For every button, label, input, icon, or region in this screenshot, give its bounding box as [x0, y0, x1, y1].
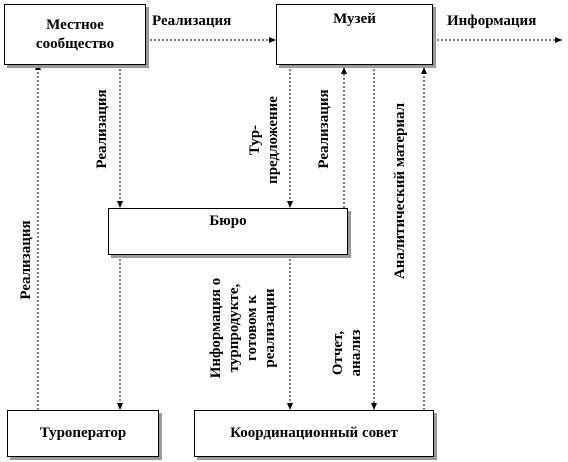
box-local-community: Местное сообщество	[4, 4, 146, 65]
label-analytical-material: Аналитический материал	[392, 102, 408, 280]
box-museum: Музей	[276, 4, 433, 65]
label-realization-left: Реализация	[18, 220, 34, 300]
label-tour-offer: Тур- предложение	[247, 96, 281, 184]
label-realization-community-bureau: Реализация	[94, 89, 110, 169]
box-tour-operator: Туроператор	[7, 410, 159, 457]
label-information-top: Информация	[447, 13, 537, 29]
label-realization-museum-bureau: Реализация	[316, 89, 332, 169]
label-tourproduct-info: Информация о турпродукте, готовом к реал…	[208, 277, 278, 379]
label-report-analysis: Отчет, анализ	[330, 329, 364, 377]
label-realization-top: Реализация	[152, 13, 232, 29]
box-coordination-council: Координационный совет	[194, 410, 434, 457]
box-bureau: Бюро	[108, 208, 348, 255]
